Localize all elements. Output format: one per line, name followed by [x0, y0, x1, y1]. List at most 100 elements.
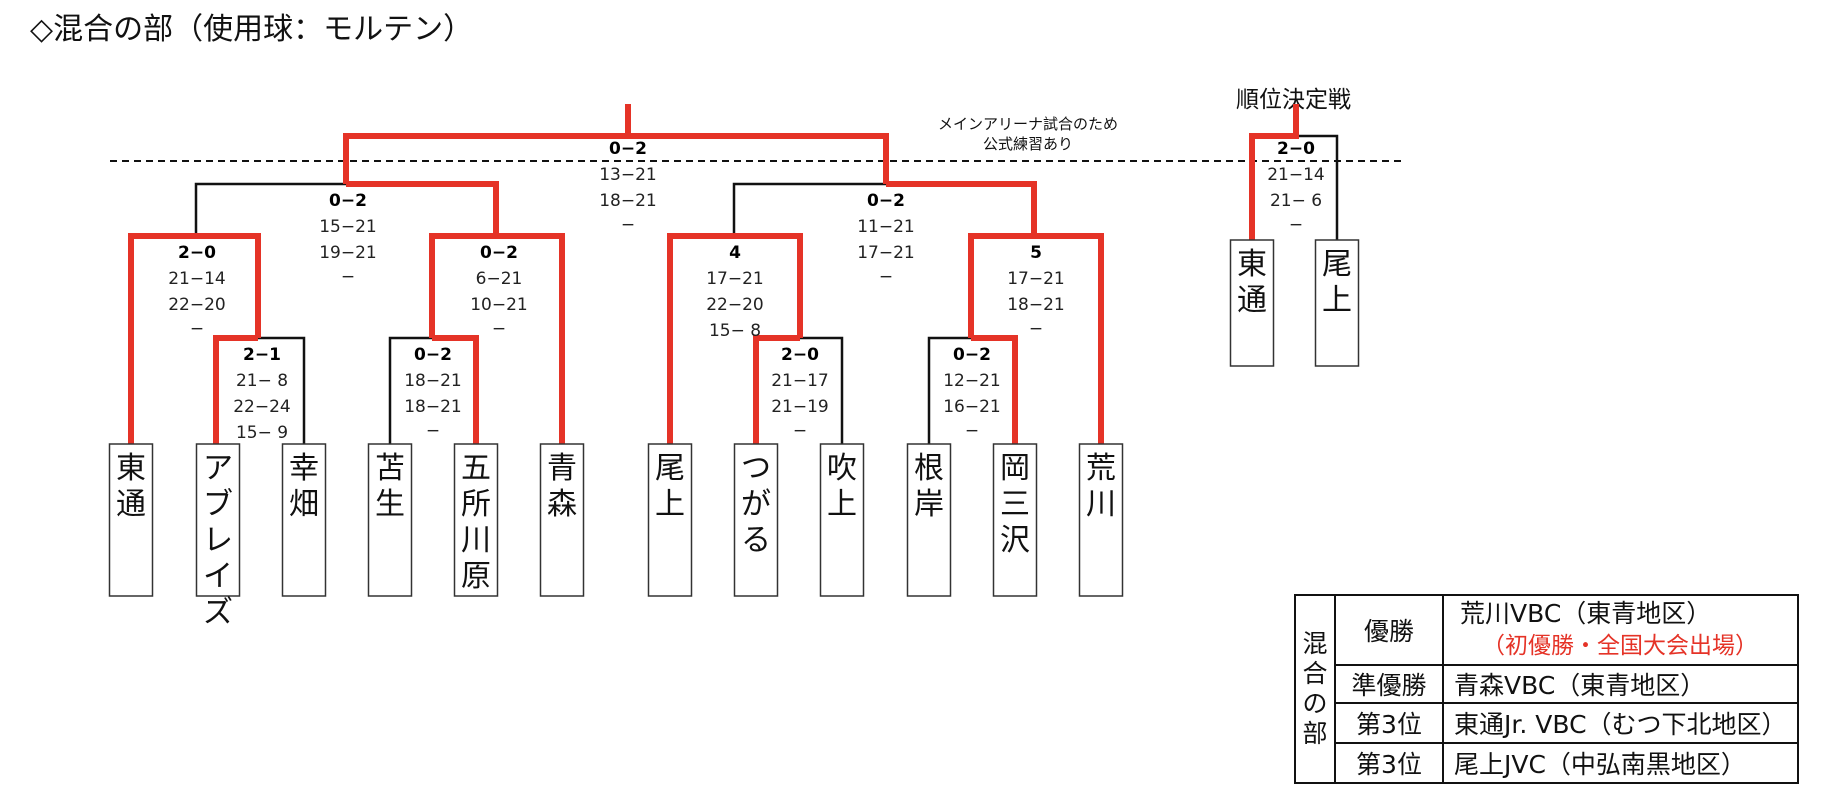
set-r1d-2: 16−21: [943, 397, 1001, 417]
team-box-3: 苫生: [367, 443, 413, 597]
score-sf1: 0−2: [329, 191, 367, 211]
results-table: 混合の部 優勝 荒川VBC（東青地区） （初優勝・全国大会出場） 準優勝 青森V…: [1294, 594, 1799, 784]
result-team-4: 尾上JVC（中弘南黒地区）: [1442, 742, 1799, 784]
team-box-name: 荒川: [1086, 451, 1116, 522]
set-qf3-3: 15− 8: [709, 321, 761, 341]
team-box-name: アブレイズ: [203, 451, 233, 630]
team-box-6: 尾上: [647, 443, 693, 597]
set-qf1-3: −: [190, 319, 204, 339]
set-placement-1: 21−14: [1267, 165, 1325, 185]
team-box-name: 岡三沢: [1000, 451, 1030, 558]
results-category-label: 混合の部: [1302, 629, 1328, 748]
set-placement-3: −: [1289, 215, 1303, 235]
set-qf2-2: 10−21: [470, 295, 528, 315]
team-box-name: 五所川原: [461, 451, 491, 594]
team-box-frame: [453, 443, 499, 597]
set-r1c-3: −: [793, 421, 807, 441]
set-placement-2: 21− 6: [1270, 191, 1322, 211]
result-place-3: 第3位: [1334, 702, 1444, 744]
set-final-2: 18−21: [599, 191, 657, 211]
set-qf4-3: −: [1029, 319, 1043, 339]
score-qf4: 5: [1030, 243, 1042, 263]
team-box-name: 尾上: [655, 451, 685, 522]
team-box-frame: [819, 443, 865, 597]
set-sf2-1: 11−21: [857, 217, 915, 237]
team-box-frame: [1078, 443, 1124, 597]
result-team-1-note: （初優勝・全国大会出場）: [1482, 633, 1758, 659]
team-box-frame: [733, 443, 779, 597]
placement-team-box-name: 東通: [1237, 247, 1267, 318]
set-r1a-2: 22−24: [233, 397, 291, 417]
team-box-name: 青森: [547, 451, 577, 522]
score-placement: 2−0: [1277, 139, 1315, 159]
score-r1b: 0−2: [414, 345, 452, 365]
set-r1d-3: −: [965, 421, 979, 441]
set-r1b-2: 18−21: [404, 397, 462, 417]
result-place-2: 準優勝: [1334, 664, 1444, 704]
team-box-8: 吹上: [819, 443, 865, 597]
set-r1c-1: 21−17: [771, 371, 829, 391]
team-box-4: 五所川原: [453, 443, 499, 597]
practice-note: メインアリーナ試合のため 公式練習あり: [918, 114, 1138, 154]
page-title: ◇混合の部（使用球：モルテン）: [30, 12, 474, 47]
set-qf4-1: 17−21: [1007, 269, 1065, 289]
result-place-4: 第3位: [1334, 742, 1444, 784]
team-box-11: 荒川: [1078, 443, 1124, 597]
team-box-frame: [108, 443, 154, 597]
team-box-2: 幸畑: [281, 443, 327, 597]
set-qf2-1: 6−21: [476, 269, 523, 289]
set-sf2-2: 17−21: [857, 243, 915, 263]
team-box-7: つがる: [733, 443, 779, 597]
set-qf4-2: 18−21: [1007, 295, 1065, 315]
team-box-frame: [281, 443, 327, 597]
set-final-3: −: [621, 215, 635, 235]
team-box-name: 根岸: [914, 451, 944, 522]
set-sf1-1: 15−21: [319, 217, 377, 237]
set-final-1: 13−21: [599, 165, 657, 185]
placement-team-box-name: 尾上: [1322, 247, 1352, 318]
set-r1d-1: 12−21: [943, 371, 1001, 391]
score-r1c: 2−0: [781, 345, 819, 365]
set-r1b-1: 18−21: [404, 371, 462, 391]
set-r1a-3: 15− 9: [236, 423, 288, 443]
result-team-1: 荒川VBC（東青地区） （初優勝・全国大会出場）: [1442, 594, 1799, 666]
placement-team-box-frame: [1229, 239, 1275, 367]
set-sf2-3: −: [879, 267, 893, 287]
set-qf1-1: 21−14: [168, 269, 226, 289]
score-r1a: 2−1: [243, 345, 281, 365]
team-box-frame: [906, 443, 952, 597]
score-qf3: 4: [729, 243, 741, 263]
team-box-frame: [195, 443, 241, 597]
set-sf1-3: −: [341, 267, 355, 287]
set-qf1-2: 22−20: [168, 295, 226, 315]
set-qf3-2: 22−20: [706, 295, 764, 315]
score-r1d: 0−2: [953, 345, 991, 365]
winner-lines: [128, 104, 1299, 444]
score-sf2: 0−2: [867, 191, 905, 211]
results-category: 混合の部: [1294, 594, 1336, 784]
team-box-name: 東通: [116, 451, 146, 522]
set-r1a-1: 21− 8: [236, 371, 288, 391]
team-box-name: 幸畑: [289, 451, 319, 522]
team-box-frame: [647, 443, 693, 597]
set-qf3-1: 17−21: [706, 269, 764, 289]
practice-note-line-1: メインアリーナ試合のため: [937, 115, 1118, 133]
placement-team-box-1: 尾上: [1314, 239, 1360, 367]
result-place-1: 優勝: [1334, 594, 1444, 666]
team-box-5: 青森: [539, 443, 585, 597]
team-box-1: アブレイズ: [195, 443, 241, 630]
team-box-9: 根岸: [906, 443, 952, 597]
practice-note-line-2: 公式練習あり: [982, 135, 1073, 153]
score-qf2: 0−2: [480, 243, 518, 263]
team-box-name: つがる: [741, 451, 771, 558]
team-box-0: 東通: [108, 443, 154, 597]
score-final: 0−2: [609, 139, 647, 159]
placement-team-box-frame: [1314, 239, 1360, 367]
result-team-2: 青森VBC（東青地区）: [1442, 664, 1799, 704]
team-box-frame: [367, 443, 413, 597]
result-team-3: 東通Jr. VBC（むつ下北地区）: [1442, 702, 1799, 744]
set-sf1-2: 19−21: [319, 243, 377, 263]
